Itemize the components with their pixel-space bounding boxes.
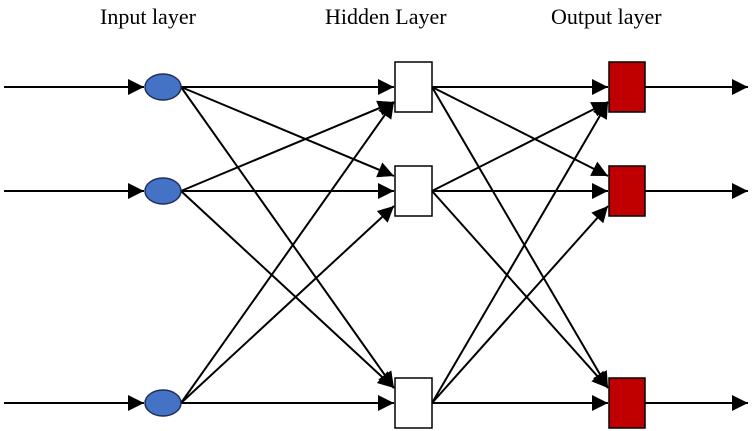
edge-hidden2-output3 [431, 190, 609, 389]
hidden-node-1 [394, 61, 433, 113]
edge-input3-hidden2 [180, 205, 395, 404]
nodes-group [144, 61, 646, 429]
connections-group [4, 79, 748, 411]
edge-hidden1-output2 [431, 86, 609, 177]
input-node-2 [144, 177, 182, 205]
hidden-node-2 [394, 165, 433, 217]
output-node-2 [608, 165, 646, 217]
edge-hidden2-output1 [431, 101, 609, 192]
edge-hidden3-output2 [431, 205, 609, 404]
output-node-3 [608, 377, 646, 429]
hidden-layer-label: Hidden Layer [325, 4, 447, 29]
input-node-1 [144, 73, 182, 101]
edge-input1-hidden3 [180, 86, 395, 389]
input-node-3 [144, 389, 182, 417]
edge-hidden1-output3 [431, 86, 609, 389]
edge-input3-hidden1 [180, 101, 395, 404]
output-layer-label: Output layer [551, 4, 662, 29]
edge-hidden3-output1 [431, 101, 609, 404]
input-layer-label: Input layer [100, 4, 196, 29]
hidden-node-3 [394, 377, 433, 429]
edge-input2-hidden1 [180, 100, 395, 192]
edge-input1-hidden2 [180, 86, 395, 178]
edge-input2-hidden3 [180, 190, 395, 389]
output-node-1 [608, 61, 646, 113]
